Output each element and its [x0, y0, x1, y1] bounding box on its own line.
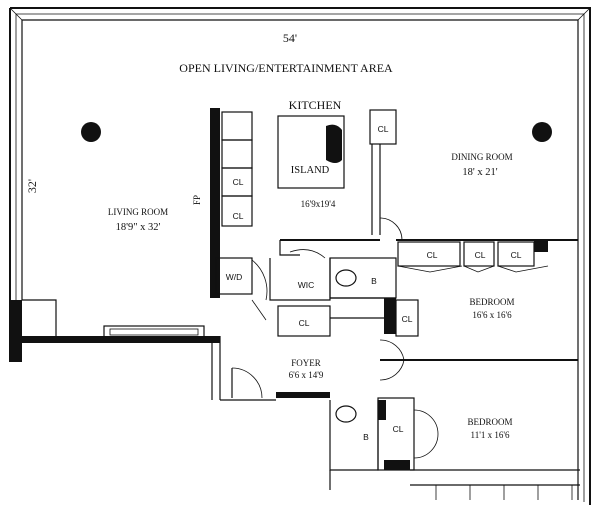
bedroom-label: BEDROOM — [467, 417, 512, 427]
toilet-icon — [335, 405, 357, 423]
dimension-top-label: 54' — [283, 31, 297, 45]
closet-label: CL — [427, 250, 438, 260]
dimension-left-label: 32' — [25, 179, 39, 193]
bedroom-size: 11'1 x 16'6 — [471, 430, 510, 440]
foyer-label: FOYER — [291, 358, 321, 368]
bath-label: B — [371, 276, 377, 286]
toilet-icon — [335, 269, 357, 287]
ceiling-light-fixture — [532, 122, 552, 142]
closet-label: CL — [233, 177, 244, 187]
kitchen-island — [277, 115, 345, 189]
closet-label: CL — [393, 424, 404, 434]
closet-label: CL — [402, 314, 413, 324]
closet-label: CL — [475, 250, 486, 260]
lower-exterior-wall — [329, 470, 580, 500]
closet-label: CL — [233, 211, 244, 221]
dining-room-size: 18' x 21' — [462, 167, 497, 178]
kitchen-label: KITCHEN — [289, 98, 342, 112]
walk-in-closet-label: WIC — [298, 280, 315, 290]
open-area-label: OPEN LIVING/ENTERTAINMENT AREA — [179, 61, 393, 75]
kitchen-size-label: 16'9x19'4 — [301, 199, 336, 209]
ceiling-light-fixture — [81, 122, 101, 142]
bedroom-label: BEDROOM — [469, 297, 514, 307]
washer-dryer-label: W/D — [226, 272, 243, 282]
closet-label: CL — [299, 318, 310, 328]
closet-label: CL — [378, 124, 389, 134]
bath-two: B CL — [329, 397, 439, 471]
bath-label: B — [363, 432, 369, 442]
island-label: ISLAND — [291, 165, 330, 176]
kitchen: KITCHEN CL CL FP ISLAND CL 16'9x19'4 — [192, 98, 397, 258]
fireplace-label: FP — [192, 195, 202, 205]
foyer-size: 6'6 x 14'9 — [289, 370, 324, 380]
bedroom-size: 16'6 x 16'6 — [472, 310, 512, 320]
interior-walls: W/D WIC CL B — [210, 217, 403, 337]
exterior-walls — [9, 7, 591, 505]
bedroom-closets: CL CL CL CL — [395, 239, 578, 337]
living-room-label: LIVING ROOM — [108, 207, 168, 217]
living-room-size: 18'9" x 32' — [116, 222, 161, 233]
radiator-cover — [103, 325, 205, 339]
closet-label: CL — [511, 250, 522, 260]
dining-room-label: DINING ROOM — [451, 152, 512, 162]
